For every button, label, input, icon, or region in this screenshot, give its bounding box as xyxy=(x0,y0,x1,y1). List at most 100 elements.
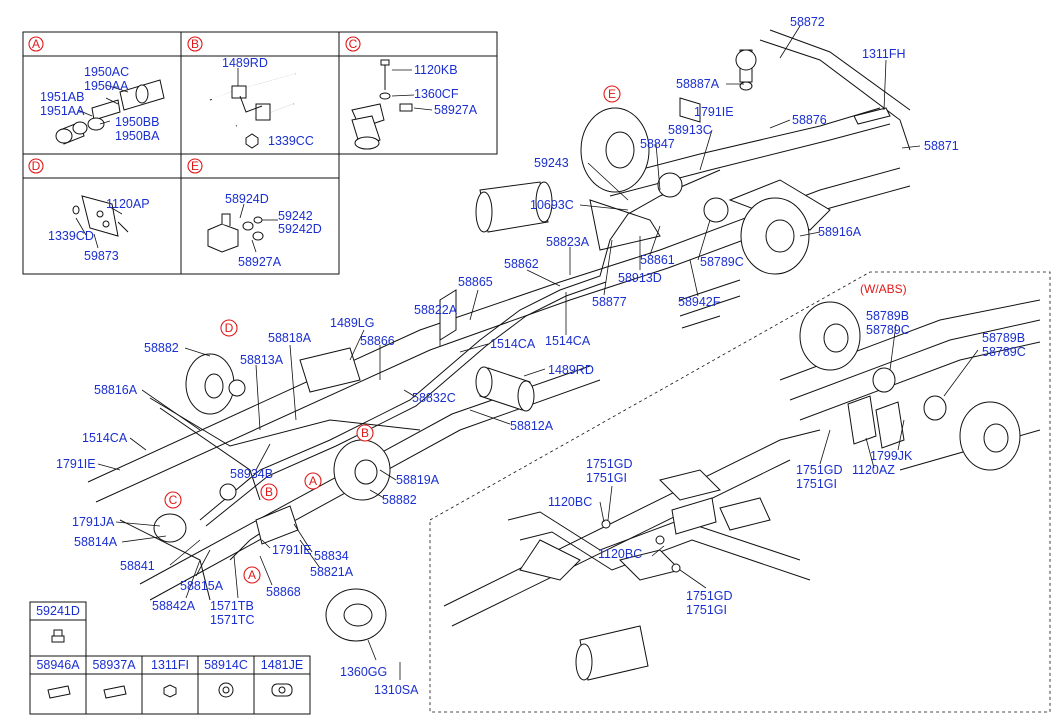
part-label: 58818A xyxy=(268,331,312,345)
rear-right-tire xyxy=(580,107,650,193)
box-d-drawing: 1120AP 1339CD 59873 xyxy=(48,195,150,263)
part-label: 58823A xyxy=(546,235,590,249)
box-letter-c: C xyxy=(349,37,358,51)
main-chassis-drawing: E D B A B C A xyxy=(87,29,911,642)
box-a-part-1: 1950AC xyxy=(84,65,129,79)
part-label: 58934B xyxy=(230,467,273,481)
box-letter-e: E xyxy=(191,159,199,173)
part-label: 58789C xyxy=(866,323,910,337)
ref-circle-b2: B xyxy=(265,485,273,499)
box-d-part-2: 1339CD xyxy=(48,229,94,243)
clamp-icon xyxy=(271,683,293,697)
front-tire xyxy=(185,353,246,415)
box-a-part-6: 1950BA xyxy=(115,129,160,143)
part-label: 58816A xyxy=(94,383,138,397)
part-label: 58876 xyxy=(792,113,827,127)
table-cell-1: 58946A xyxy=(36,658,80,672)
part-label: 1791IE xyxy=(56,457,96,471)
box-b-part-1: 1489RD xyxy=(222,56,268,70)
part-label: 58862 xyxy=(504,257,539,271)
box-d-part-1: 1120AP xyxy=(106,197,150,211)
part-label: 58847 xyxy=(640,137,675,151)
part-labels: 58872 1311FH 58887A 1791IE 58876 58871 5… xyxy=(56,15,1026,697)
part-label: 1311FH xyxy=(862,47,906,61)
part-label: 1799JK xyxy=(870,449,913,463)
part-label: 58913C xyxy=(668,123,712,137)
part-label: 58942F xyxy=(678,295,721,309)
part-label: 58865 xyxy=(458,275,493,289)
part-label: 1791IE xyxy=(272,543,312,557)
leader-lines xyxy=(97,25,979,680)
box-a-part-3: 1951AB xyxy=(40,90,84,104)
part-label: 58815A xyxy=(180,579,224,593)
box-a-drawing: 1950AC 1950AA 1951AB 1951AA 1950BB 1950B… xyxy=(40,65,165,145)
part-label: 1751GD xyxy=(796,463,843,477)
abs-title: (W/ABS) xyxy=(860,282,907,296)
part-label: 1751GI xyxy=(796,477,837,491)
box-a-part-5: 1950BB xyxy=(115,115,159,129)
abs-tire-2 xyxy=(959,401,1021,471)
part-label: 58866 xyxy=(360,334,395,348)
table-cell-top: 59241D xyxy=(36,604,80,618)
box-e-part-2: 59242 xyxy=(278,209,313,223)
part-label: 58861 xyxy=(640,253,675,267)
box-c-part-1: 1120KB xyxy=(414,63,458,77)
part-label: 58882 xyxy=(144,341,179,355)
part-label: 58913D xyxy=(618,271,662,285)
box-a-part-2: 1950AA xyxy=(84,79,129,93)
part-label: 58819A xyxy=(396,473,440,487)
front-tire-2 xyxy=(333,439,391,501)
ref-circle-d: D xyxy=(225,321,234,335)
part-label: 1120BC xyxy=(598,547,642,561)
part-label: 58821A xyxy=(310,565,354,579)
part-label: 1360GG xyxy=(340,665,387,679)
table-cell-2: 58937A xyxy=(92,658,136,672)
part-label: 58882 xyxy=(382,493,417,507)
part-label: 58871 xyxy=(924,139,959,153)
front-tire-3 xyxy=(325,588,387,642)
nut-icon xyxy=(163,684,177,698)
part-label: 1514CA xyxy=(490,337,536,351)
ref-circle-e: E xyxy=(608,87,616,101)
part-label: 1514CA xyxy=(82,431,128,445)
part-label: 58789B xyxy=(866,309,909,323)
nipple-icon xyxy=(47,685,71,699)
table-cell-3: 1311FI xyxy=(151,658,189,672)
abs-tire-1 xyxy=(799,301,861,371)
part-label: 58789C xyxy=(700,255,744,269)
legend-grid: A B C D E xyxy=(22,31,498,275)
part-label: 58834 xyxy=(314,549,349,563)
ref-circle-b1: B xyxy=(361,426,369,440)
part-label: 59243 xyxy=(534,156,569,170)
rear-left-tire xyxy=(740,197,810,275)
part-label: 1751GD xyxy=(586,457,633,471)
table-cell-4: 58914C xyxy=(204,658,248,672)
part-label: 58916A xyxy=(818,225,862,239)
part-label: 1571TC xyxy=(210,613,254,627)
part-label: 1489RD xyxy=(548,363,594,377)
part-label: 1751GD xyxy=(686,589,733,603)
part-label: 58872 xyxy=(790,15,825,29)
abs-region: (W/ABS) xyxy=(429,271,1051,713)
part-label: 1571TB xyxy=(210,599,254,613)
ref-circle-c: C xyxy=(169,493,178,507)
box-c-drawing: 1120KB 1360CF 58927A xyxy=(351,59,478,150)
part-label: 58814A xyxy=(74,535,118,549)
part-label: 58887A xyxy=(676,77,720,91)
box-b-part-2: 1339CC xyxy=(268,134,314,148)
table-cell-5: 1481JE xyxy=(261,658,303,672)
part-label: 1791JA xyxy=(72,515,115,529)
part-label: 1514CA xyxy=(545,334,591,348)
clip-icon xyxy=(218,682,234,698)
box-d-part-3: 59873 xyxy=(84,249,119,263)
box-b-drawing: 1489RD 1339CC xyxy=(209,56,314,149)
part-label: 1120BC xyxy=(548,495,592,509)
part-label: 58877 xyxy=(592,295,627,309)
box-e-part-1: 58924D xyxy=(225,192,269,206)
box-letter-d: D xyxy=(32,159,41,173)
part-label: 58842A xyxy=(152,599,196,613)
part-label: 58832C xyxy=(412,391,456,405)
box-c-part-3: 58927A xyxy=(434,103,478,117)
